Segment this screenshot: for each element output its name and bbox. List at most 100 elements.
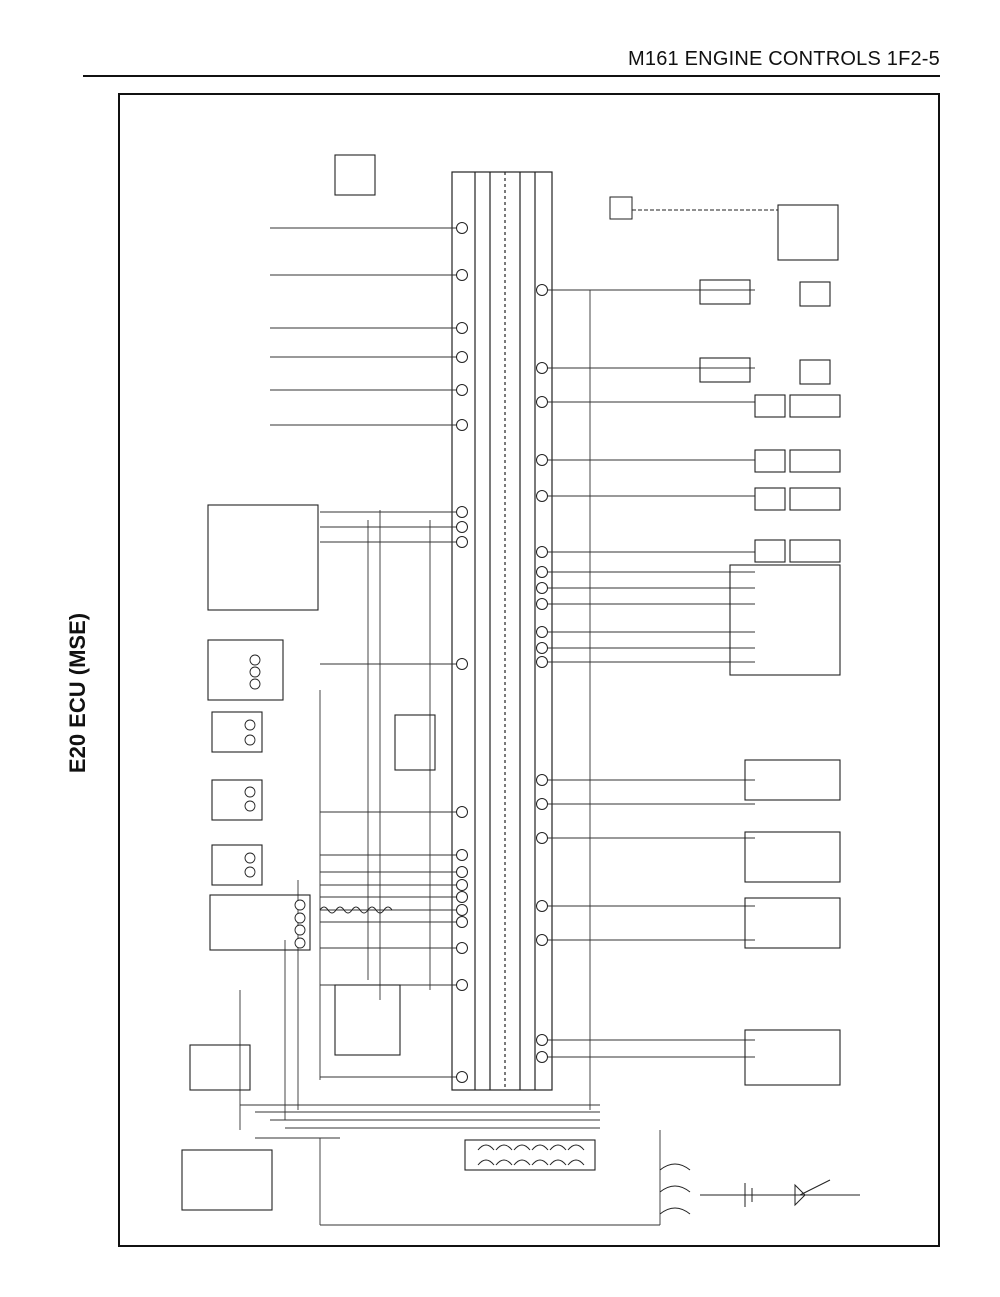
terminal-arc — [477, 1159, 495, 1166]
component-box-right — [729, 564, 841, 676]
ecu-pin-left — [456, 879, 468, 891]
ecu-pin-left — [456, 891, 468, 903]
connector-circle — [294, 937, 306, 949]
terminal-arc — [513, 1159, 531, 1166]
component-box-left — [211, 779, 263, 821]
ecu-pin-right — [536, 546, 548, 558]
ecu-pin-left — [456, 658, 468, 670]
terminal-arc — [549, 1144, 567, 1151]
component-box-right — [777, 204, 839, 261]
ecu-pin-left — [456, 521, 468, 533]
component-box-right — [754, 539, 786, 563]
component-box-left — [189, 1044, 251, 1091]
shield-coil — [319, 906, 393, 914]
ecu-pin-left — [456, 866, 468, 878]
header-rule — [83, 75, 940, 77]
ecu-pin-left — [456, 536, 468, 548]
component-box-left — [464, 1139, 596, 1171]
connector-circle — [244, 800, 256, 812]
diode-symbol — [794, 1183, 806, 1207]
diagram-frame — [118, 93, 940, 1247]
ecu-connector-block — [451, 171, 553, 1091]
component-box-left — [211, 711, 263, 753]
component-box-right — [744, 831, 841, 883]
terminal-arc — [513, 1144, 531, 1151]
component-box-left — [211, 844, 263, 886]
ecu-pin-right — [536, 774, 548, 786]
connector-circle — [244, 866, 256, 878]
component-box-right — [699, 357, 751, 383]
component-box-right — [744, 897, 841, 949]
component-box-right — [754, 449, 786, 473]
ecu-pin-right — [536, 642, 548, 654]
component-box-right — [754, 394, 786, 418]
ecu-pin-left — [456, 1071, 468, 1083]
ecu-pin-left — [456, 916, 468, 928]
component-box-right — [799, 359, 831, 385]
connector-circle — [249, 666, 261, 678]
terminal-arc — [531, 1144, 549, 1151]
terminal-arc — [495, 1144, 513, 1151]
component-box-left — [181, 1149, 273, 1211]
component-box-left — [207, 639, 284, 701]
connector-circle — [244, 852, 256, 864]
terminal-arc — [659, 1207, 691, 1215]
terminal-arc — [531, 1159, 549, 1166]
ecu-pin-left — [456, 806, 468, 818]
component-box-right — [789, 394, 841, 418]
ecu-pin-right — [536, 566, 548, 578]
component-box-left — [334, 984, 401, 1056]
ecu-pin-right — [536, 934, 548, 946]
ecu-pin-right — [536, 396, 548, 408]
ecu-pin-right — [536, 798, 548, 810]
component-box-right — [754, 487, 786, 511]
connector-circle — [244, 719, 256, 731]
indicator-gauge — [609, 196, 633, 220]
ecu-pin-right — [536, 656, 548, 668]
ecu-pin-left — [456, 384, 468, 396]
connector-circle — [294, 899, 306, 911]
ecu-pin-right — [536, 284, 548, 296]
component-box-left — [209, 894, 311, 951]
ecu-pin-left — [456, 979, 468, 991]
terminal-arc — [567, 1144, 585, 1151]
ecu-pin-left — [456, 849, 468, 861]
ecu-pin-left — [456, 322, 468, 334]
ecu-pin-right — [536, 490, 548, 502]
component-box-left — [207, 504, 319, 611]
connector-circle — [294, 924, 306, 936]
component-box-right — [789, 449, 841, 473]
terminal-arc — [567, 1159, 585, 1166]
component-box-left — [334, 154, 376, 196]
ecu-pin-right — [536, 1034, 548, 1046]
component-box-right — [699, 279, 751, 305]
terminal-arc — [659, 1163, 691, 1171]
connector-circle — [249, 678, 261, 690]
connector-circle — [244, 734, 256, 746]
ecu-pin-left — [456, 942, 468, 954]
terminal-arc — [495, 1159, 513, 1166]
ecu-pin-right — [536, 582, 548, 594]
terminal-arc — [659, 1185, 691, 1193]
component-box-right — [789, 539, 841, 563]
ecu-pin-right — [536, 1051, 548, 1063]
ecu-pin-right — [536, 832, 548, 844]
ecu-pin-right — [536, 626, 548, 638]
component-box-right — [789, 487, 841, 511]
page-header-title: M161 ENGINE CONTROLS 1F2-5 — [628, 48, 940, 70]
ecu-pin-left — [456, 269, 468, 281]
ecu-pin-left — [456, 904, 468, 916]
ecu-pin-right — [536, 454, 548, 466]
wires — [239, 227, 755, 1226]
connector-circle — [294, 912, 306, 924]
terminal-arc — [549, 1159, 567, 1166]
ecu-pin-right — [536, 598, 548, 610]
ecu-pin-left — [456, 351, 468, 363]
ecu-pin-right — [536, 362, 548, 374]
component-box-left — [394, 714, 436, 771]
terminal-arc — [477, 1144, 495, 1151]
ecu-pin-left — [456, 419, 468, 431]
ecu-pin-left — [456, 222, 468, 234]
switch-lever — [799, 1179, 831, 1196]
